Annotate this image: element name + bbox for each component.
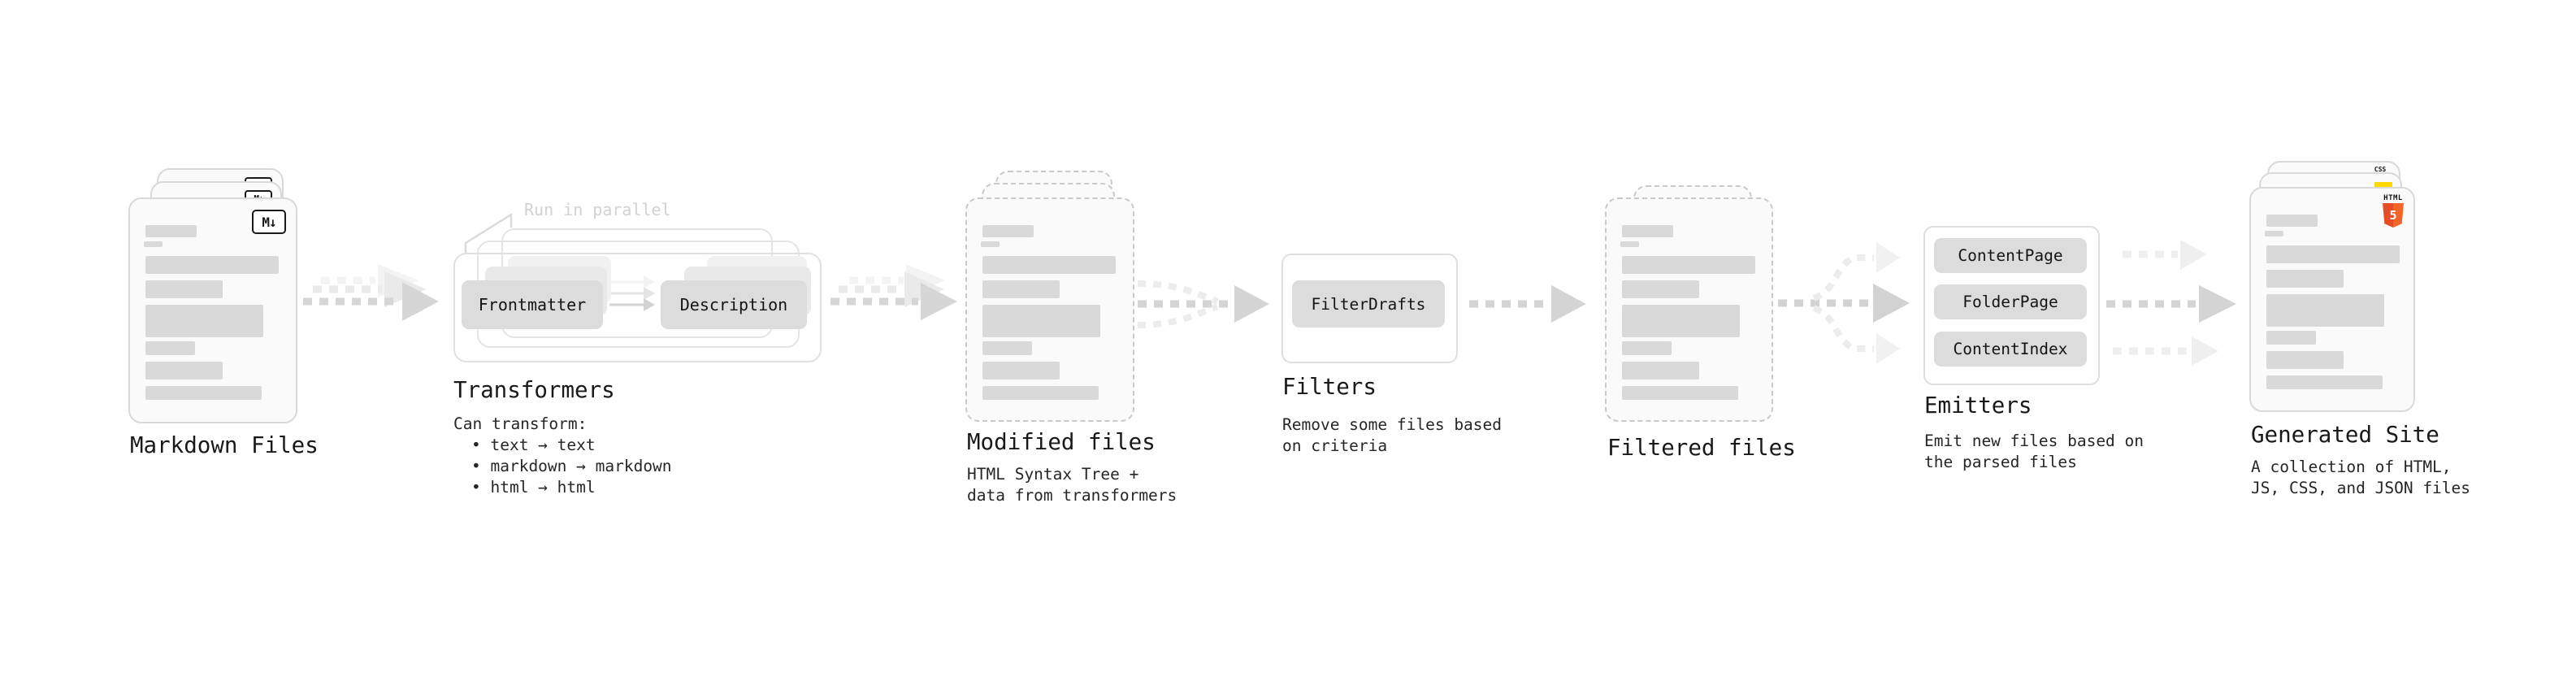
markdown-icon: M↓ xyxy=(252,210,286,234)
file-content-placeholder xyxy=(1607,199,1772,420)
file-card-front xyxy=(965,197,1134,422)
placeholder-bar xyxy=(982,386,1099,400)
frontmatter-box: Frontmatter xyxy=(462,280,603,329)
html5-number: 5 xyxy=(2389,208,2397,223)
description-box: Description xyxy=(661,280,807,329)
bullet-line: • text → text xyxy=(471,436,596,454)
file-card-front: M↓ xyxy=(128,197,297,423)
file-content-placeholder xyxy=(967,199,1133,420)
placeholder-bar xyxy=(1622,341,1672,355)
placeholder-bar xyxy=(982,256,1116,274)
placeholder-bar xyxy=(145,362,223,380)
file-content-placeholder xyxy=(130,199,296,422)
folderpage-box: FolderPage xyxy=(1934,284,2087,319)
css-badge-label: CSS xyxy=(2374,166,2387,173)
stage-title: Generated Site xyxy=(2251,422,2439,448)
stage-title: Modified files xyxy=(967,429,1156,455)
stage-description: Can transform: • text → text • markdown … xyxy=(453,414,672,498)
run-in-parallel-label: Run in parallel xyxy=(524,200,671,219)
placeholder-bar xyxy=(2266,270,2344,288)
placeholder-bar xyxy=(144,241,163,247)
file-card-front xyxy=(1605,197,1773,422)
bullet-line: • markdown → markdown xyxy=(471,457,672,475)
description-line: Remove some files based xyxy=(1282,415,1503,434)
description-line: A collection of HTML, xyxy=(2251,458,2452,476)
description-line: HTML Syntax Tree + xyxy=(967,465,1139,484)
flow-arrow-transformers-to-modified xyxy=(830,264,957,320)
description-line: the parsed files xyxy=(1924,453,2077,471)
placeholder-bar xyxy=(982,280,1060,298)
placeholder-bar xyxy=(982,362,1060,380)
placeholder-bar xyxy=(145,225,197,237)
placeholder-bar xyxy=(1622,225,1673,237)
placeholder-bar xyxy=(1622,280,1699,298)
placeholder-bar xyxy=(981,241,1000,247)
description-line: JS, CSS, and JSON files xyxy=(2251,479,2471,497)
stage-title: Markdown Files xyxy=(130,432,319,458)
description-line: Emit new files based on xyxy=(1924,432,2144,450)
placeholder-bar xyxy=(1620,241,1639,247)
description-line: data from transformers xyxy=(967,486,1177,505)
placeholder-bar xyxy=(2266,215,2318,227)
stage-description: Remove some files based on criteria xyxy=(1282,414,1502,457)
placeholder-bar xyxy=(2266,294,2384,327)
transformer-card-front xyxy=(453,253,822,362)
placeholder-bar xyxy=(2266,245,2400,263)
flow-arrow-markdown-to-transformers xyxy=(303,264,439,321)
stage-description: HTML Syntax Tree + data from transformer… xyxy=(967,464,1177,506)
flow-arrow-filtered-to-emitters-fanout xyxy=(1778,242,1910,364)
html5-shield: 5 xyxy=(2383,203,2404,228)
stage-title: Filtered files xyxy=(1607,435,1796,461)
placeholder-bar xyxy=(1622,386,1738,400)
placeholder-bar xyxy=(2266,331,2316,345)
filterdrafts-box: FilterDrafts xyxy=(1292,280,1445,327)
stage-title: Transformers xyxy=(453,377,615,403)
placeholder-bar xyxy=(1622,362,1699,380)
bullet-line: • html → html xyxy=(471,478,596,497)
flow-arrows-emitters-to-generated xyxy=(2106,240,2236,366)
placeholder-bar xyxy=(145,280,223,298)
placeholder-bar xyxy=(982,225,1034,237)
placeholder-bar xyxy=(2265,231,2283,236)
placeholder-bar xyxy=(145,341,195,355)
placeholder-bar xyxy=(145,386,262,400)
html5-icon: HTML 5 xyxy=(2381,195,2405,228)
flow-arrow-filters-to-filtered xyxy=(1469,285,1586,323)
description-line: on criteria xyxy=(1282,436,1388,455)
stage-title: Emitters xyxy=(1924,393,2032,419)
description-line: Can transform: xyxy=(453,414,588,433)
file-card-front: HTML 5 xyxy=(2249,187,2415,412)
placeholder-bar xyxy=(145,305,263,337)
placeholder-bar xyxy=(2266,351,2344,369)
contentpage-box: ContentPage xyxy=(1934,238,2087,273)
placeholder-bar xyxy=(145,256,279,274)
contentindex-box: ContentIndex xyxy=(1934,332,2087,367)
placeholder-bar xyxy=(982,341,1032,355)
stage-title: Filters xyxy=(1282,374,1377,400)
html5-badge-label: HTML xyxy=(2383,194,2403,202)
placeholder-bar xyxy=(1622,256,1755,274)
file-content-placeholder xyxy=(2251,189,2413,410)
placeholder-bar xyxy=(982,305,1100,337)
placeholder-bar xyxy=(1622,305,1740,337)
flow-arrow-modified-to-filters-merge xyxy=(1137,280,1269,328)
stage-description: A collection of HTML, JS, CSS, and JSON … xyxy=(2251,457,2470,499)
placeholder-bar xyxy=(2266,375,2383,389)
stage-description: Emit new files based on the parsed files xyxy=(1924,431,2144,473)
